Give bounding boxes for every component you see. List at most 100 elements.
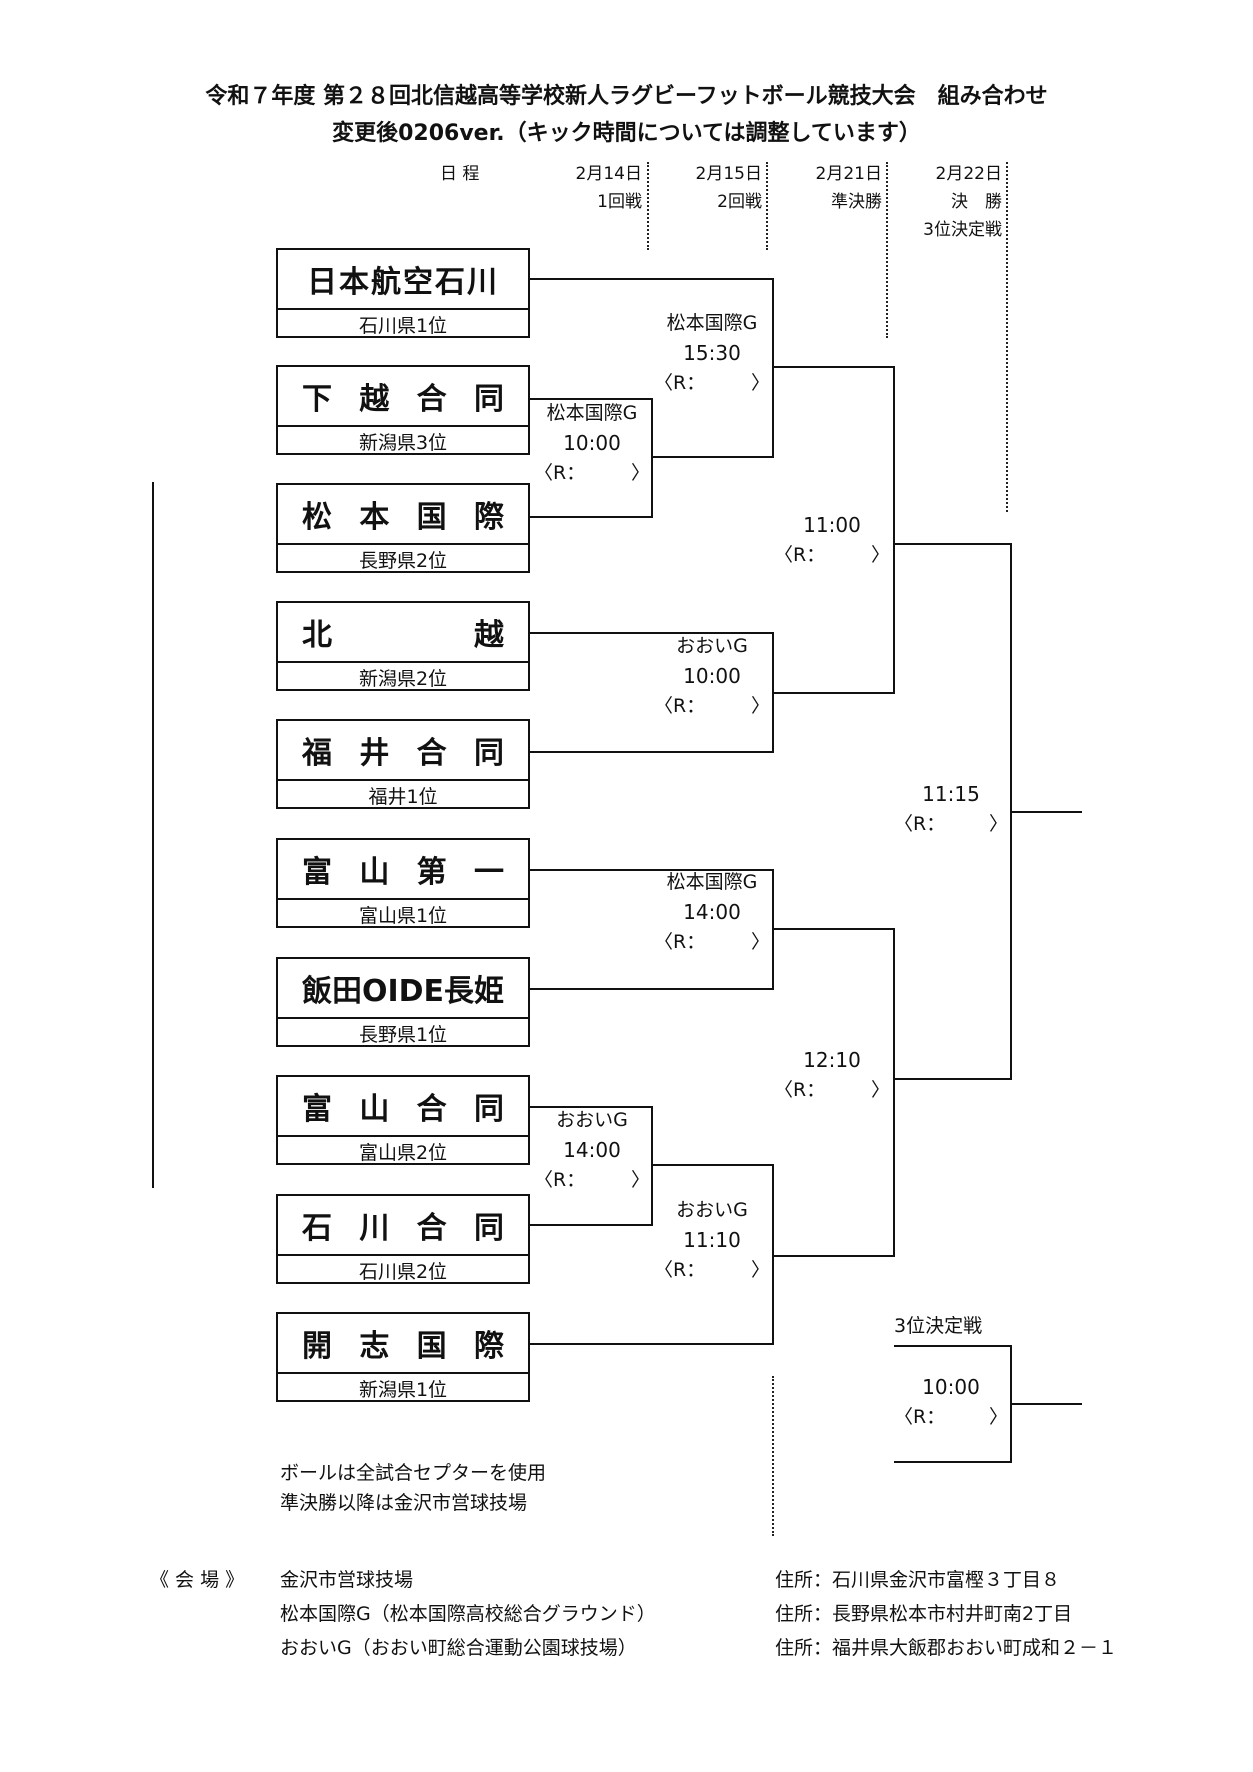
bracket-line <box>530 988 774 990</box>
team-name-part: 合 <box>416 1092 447 1127</box>
venue-address: 住所：福井県大飯郡おおい町成和２－１ <box>775 1637 1118 1659</box>
match-venue: 松本国際G <box>666 871 758 893</box>
team-name: 下越合同 <box>278 367 528 427</box>
referee-close: 〉 <box>630 1169 650 1191</box>
referee-close: 〉 <box>988 1406 1008 1428</box>
column-divider <box>772 1376 774 1536</box>
team-seed: 福井1位 <box>368 785 438 808</box>
team-seed: 長野県2位 <box>358 549 448 572</box>
bracket-line <box>530 516 652 518</box>
team-name-part: 川 <box>359 1211 390 1246</box>
round-name: 準決勝 <box>831 192 882 212</box>
bracket-line <box>530 1106 652 1108</box>
round-header-3: 2月21日 準決勝 <box>770 160 882 216</box>
referee-open: 〈R： <box>654 695 706 717</box>
team-name-part: 同 <box>473 736 504 771</box>
referee-open: 〈R： <box>534 1169 586 1191</box>
referee-field: 〈R：〉 <box>654 368 770 398</box>
match-venue: おおいG <box>676 635 748 657</box>
team-name-part: 北 <box>302 618 332 653</box>
match-r2-a: 松本国際G 15:30 〈R：〉 <box>654 308 770 398</box>
round-header-2: 2月15日 2回戦 <box>650 160 762 216</box>
bracket-line <box>772 1255 894 1257</box>
match-final: 11:15 〈R：〉 <box>894 779 1008 839</box>
bracket-line <box>530 398 652 400</box>
bracket-line <box>772 692 894 694</box>
page-title: 令和７年度 第２８回北信越高等学校新人ラグビーフットボール競技大会 組み合わせ <box>205 84 1048 109</box>
team-name-part: 井 <box>359 736 390 771</box>
match-time: 11:15 <box>922 782 980 806</box>
team-name-part: 開 <box>302 1329 332 1364</box>
venue-name: おおいG（おおい町総合運動公園球技場） <box>280 1637 637 1659</box>
team-box: 開志国際 新潟県1位 <box>276 1312 530 1402</box>
bracket-line <box>772 278 774 458</box>
referee-close: 〉 <box>750 695 770 717</box>
round-date: 2月21日 <box>815 164 882 184</box>
referee-field: 〈R：〉 <box>654 1255 770 1285</box>
team-box: 飯田OIDE長姫 長野県1位 <box>276 957 530 1047</box>
team-name-part: 下 <box>302 382 332 417</box>
team-name-part: 合 <box>416 382 447 417</box>
referee-close: 〉 <box>870 1079 890 1101</box>
page-subtitle: 変更後0206ver.（キック時間については調整しています） <box>332 121 921 146</box>
team-name: 富山第一 <box>278 840 528 900</box>
bracket-line <box>1010 811 1082 813</box>
referee-close: 〉 <box>630 462 650 484</box>
team-name-part: 国 <box>416 500 447 535</box>
round-date: 2月15日 <box>695 164 762 184</box>
bracket-line <box>894 1345 1012 1347</box>
match-time: 10:00 <box>563 431 621 455</box>
match-time: 12:10 <box>803 1048 861 1072</box>
team-name-part: 本 <box>359 500 390 535</box>
venue-name: 松本国際G（松本国際高校総合グラウンド） <box>280 1603 656 1625</box>
team-seed: 石川県2位 <box>358 1260 448 1283</box>
team-seed: 石川県1位 <box>358 314 448 337</box>
bracket-line <box>530 632 774 634</box>
team-seed: 新潟県3位 <box>358 431 448 454</box>
team-name-part: 富 <box>302 855 332 890</box>
team-seed: 富山県1位 <box>358 904 448 927</box>
team-box: 富山合同 富山県2位 <box>276 1075 530 1165</box>
bracket-line <box>894 1461 1012 1463</box>
referee-close: 〉 <box>870 544 890 566</box>
referee-close: 〉 <box>750 372 770 394</box>
match-time: 11:00 <box>803 513 861 537</box>
team-name-part: 際 <box>473 1329 504 1364</box>
bracket-line <box>530 1343 774 1345</box>
team-box: 富山第一 富山県1位 <box>276 838 530 928</box>
team-name: 北越 <box>278 603 528 663</box>
team-name-part: 富 <box>302 1092 332 1127</box>
team-name-part: 松 <box>302 500 332 535</box>
team-name-part: 越 <box>474 618 504 653</box>
bracket-line <box>772 366 894 368</box>
referee-open: 〈R： <box>894 1406 946 1428</box>
match-time: 14:00 <box>563 1138 621 1162</box>
match-venue: 松本国際G <box>546 402 638 424</box>
referee-field: 〈R： 〉 <box>534 458 650 488</box>
schedule-label: 日 程 <box>440 164 480 184</box>
team-name: 福井合同 <box>278 721 528 781</box>
match-venue: 松本国際G <box>666 312 758 334</box>
team-name: 日本航空石川 <box>278 250 528 310</box>
match-r2-b: おおいG 10:00 〈R：〉 <box>654 631 770 721</box>
match-time: 14:00 <box>683 900 741 924</box>
match-venue: おおいG <box>676 1199 748 1221</box>
match-r1-top: 松本国際G 10:00 〈R： 〉 <box>534 398 650 488</box>
left-margin-line <box>152 482 154 1188</box>
team-seed: 長野県1位 <box>358 1023 448 1046</box>
note-ball: ボールは全試合セプターを使用 <box>280 1462 547 1484</box>
referee-field: 〈R： 〉 <box>534 1165 650 1195</box>
team-box: 下越合同 新潟県3位 <box>276 365 530 455</box>
team-box: 日本航空石川 石川県1位 <box>276 248 530 338</box>
referee-close: 〉 <box>750 931 770 953</box>
column-divider <box>886 162 888 338</box>
team-name: 開志国際 <box>278 1314 528 1374</box>
team-name-part: 一 <box>473 855 504 890</box>
match-time: 15:30 <box>683 341 741 365</box>
referee-close: 〉 <box>988 813 1008 835</box>
bracket-line <box>893 1078 1011 1080</box>
round-name: 決 勝 <box>951 192 1002 212</box>
referee-open: 〈R： <box>534 462 586 484</box>
referee-field: 〈R：〉 <box>774 1075 890 1105</box>
match-r2-d: おおいG 11:10 〈R：〉 <box>654 1195 770 1285</box>
